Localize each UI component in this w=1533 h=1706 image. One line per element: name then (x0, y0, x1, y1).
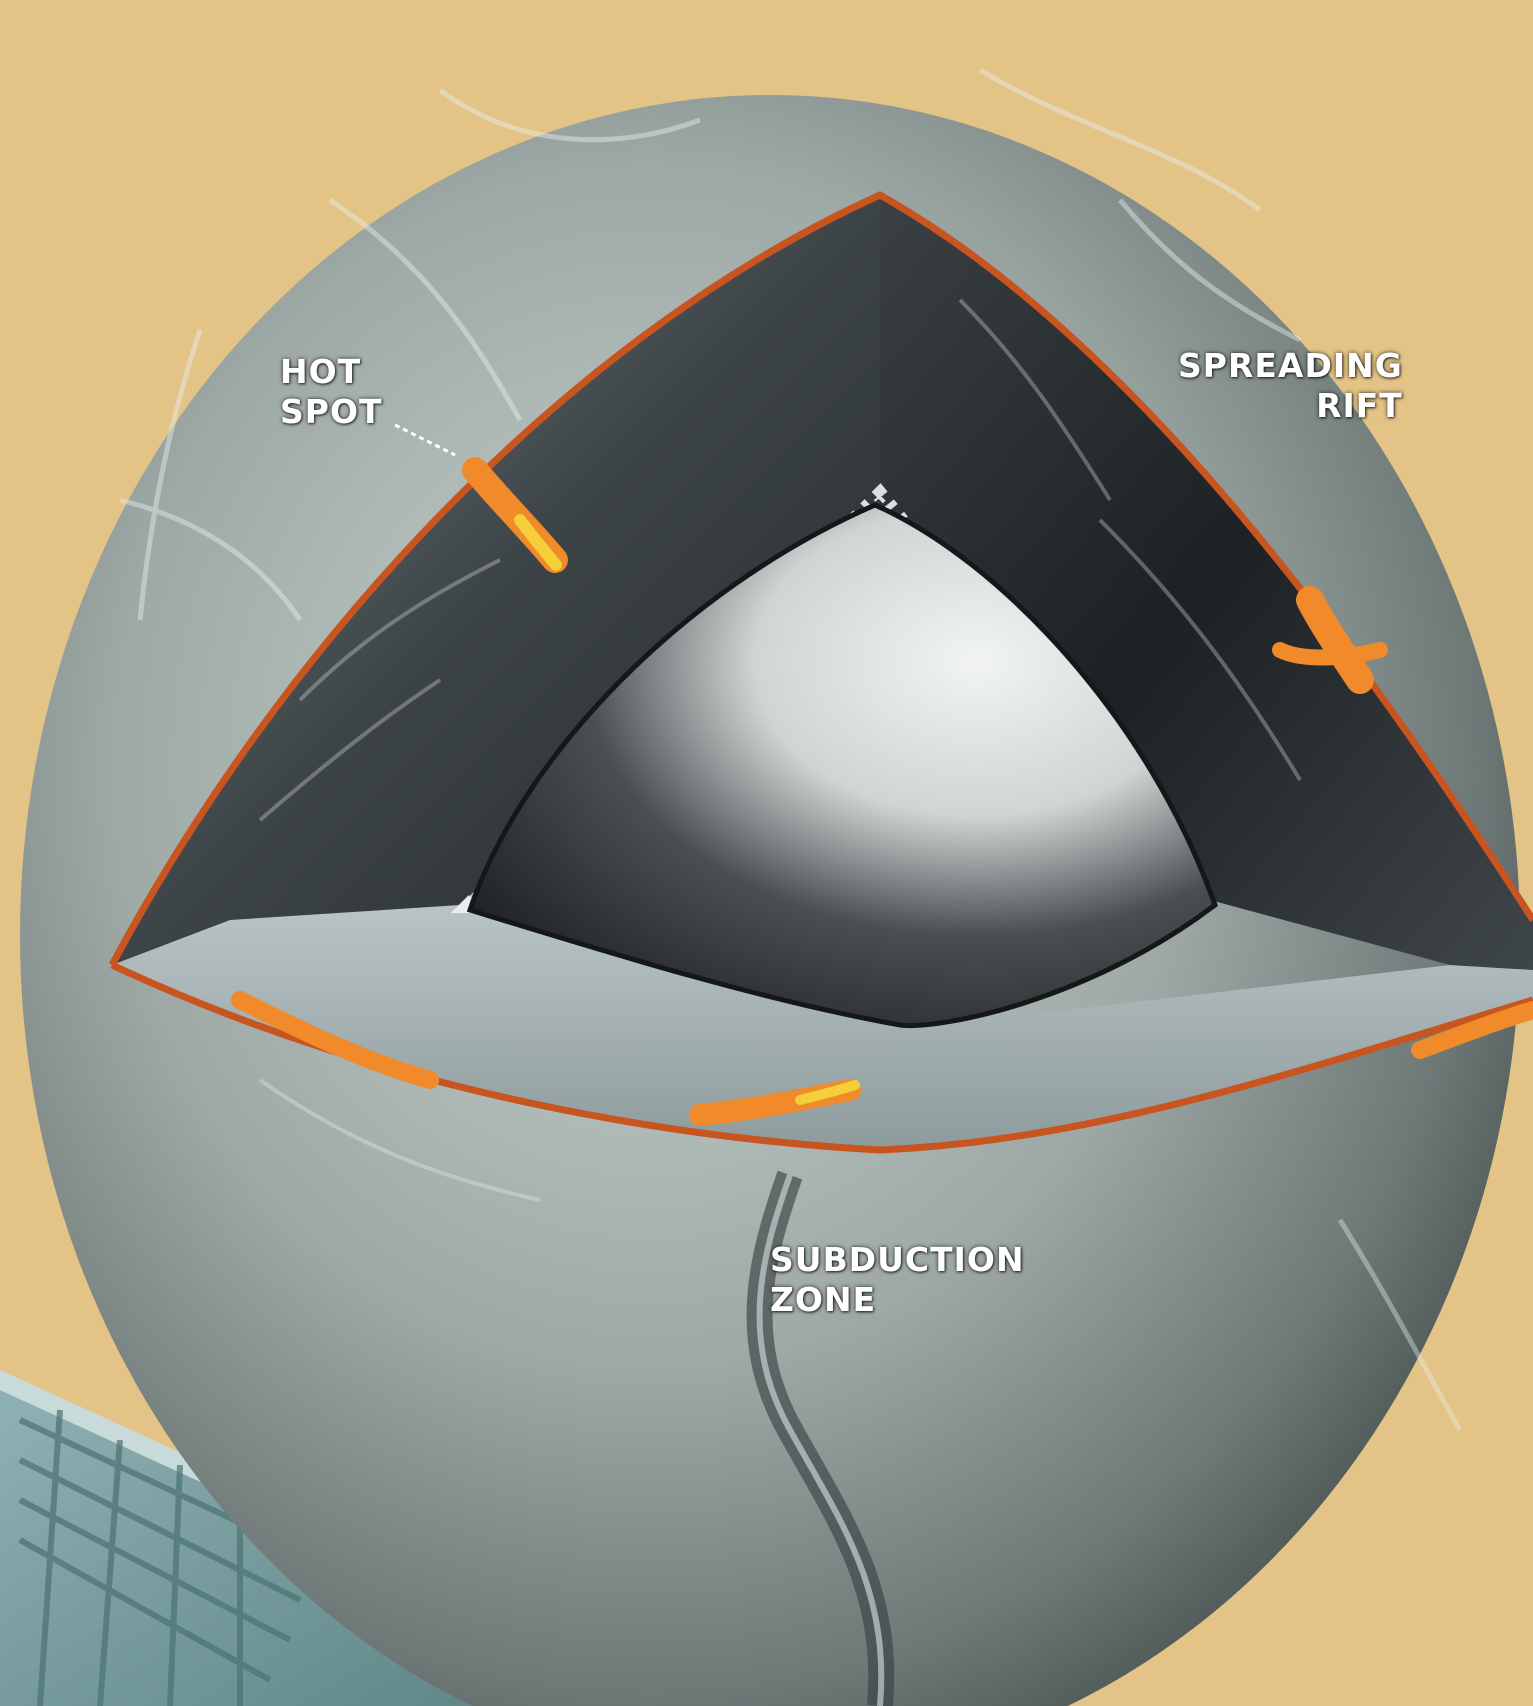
spreading-rift-line-1: SPREADING (1178, 346, 1403, 386)
hot-spot-line-2: SPOT (280, 392, 383, 432)
hot-spot-line-1: HOT (280, 352, 383, 392)
spreading-rift-label: SPREADING RIFT (1178, 346, 1403, 426)
hot-spot-label: HOT SPOT (280, 352, 383, 432)
subduction-zone-line-1: SUBDUCTION (770, 1240, 1025, 1280)
subduction-zone-line-2: ZONE (770, 1280, 1025, 1320)
spreading-rift-line-2: RIFT (1178, 386, 1403, 426)
subduction-zone-label: SUBDUCTION ZONE (770, 1240, 1025, 1320)
